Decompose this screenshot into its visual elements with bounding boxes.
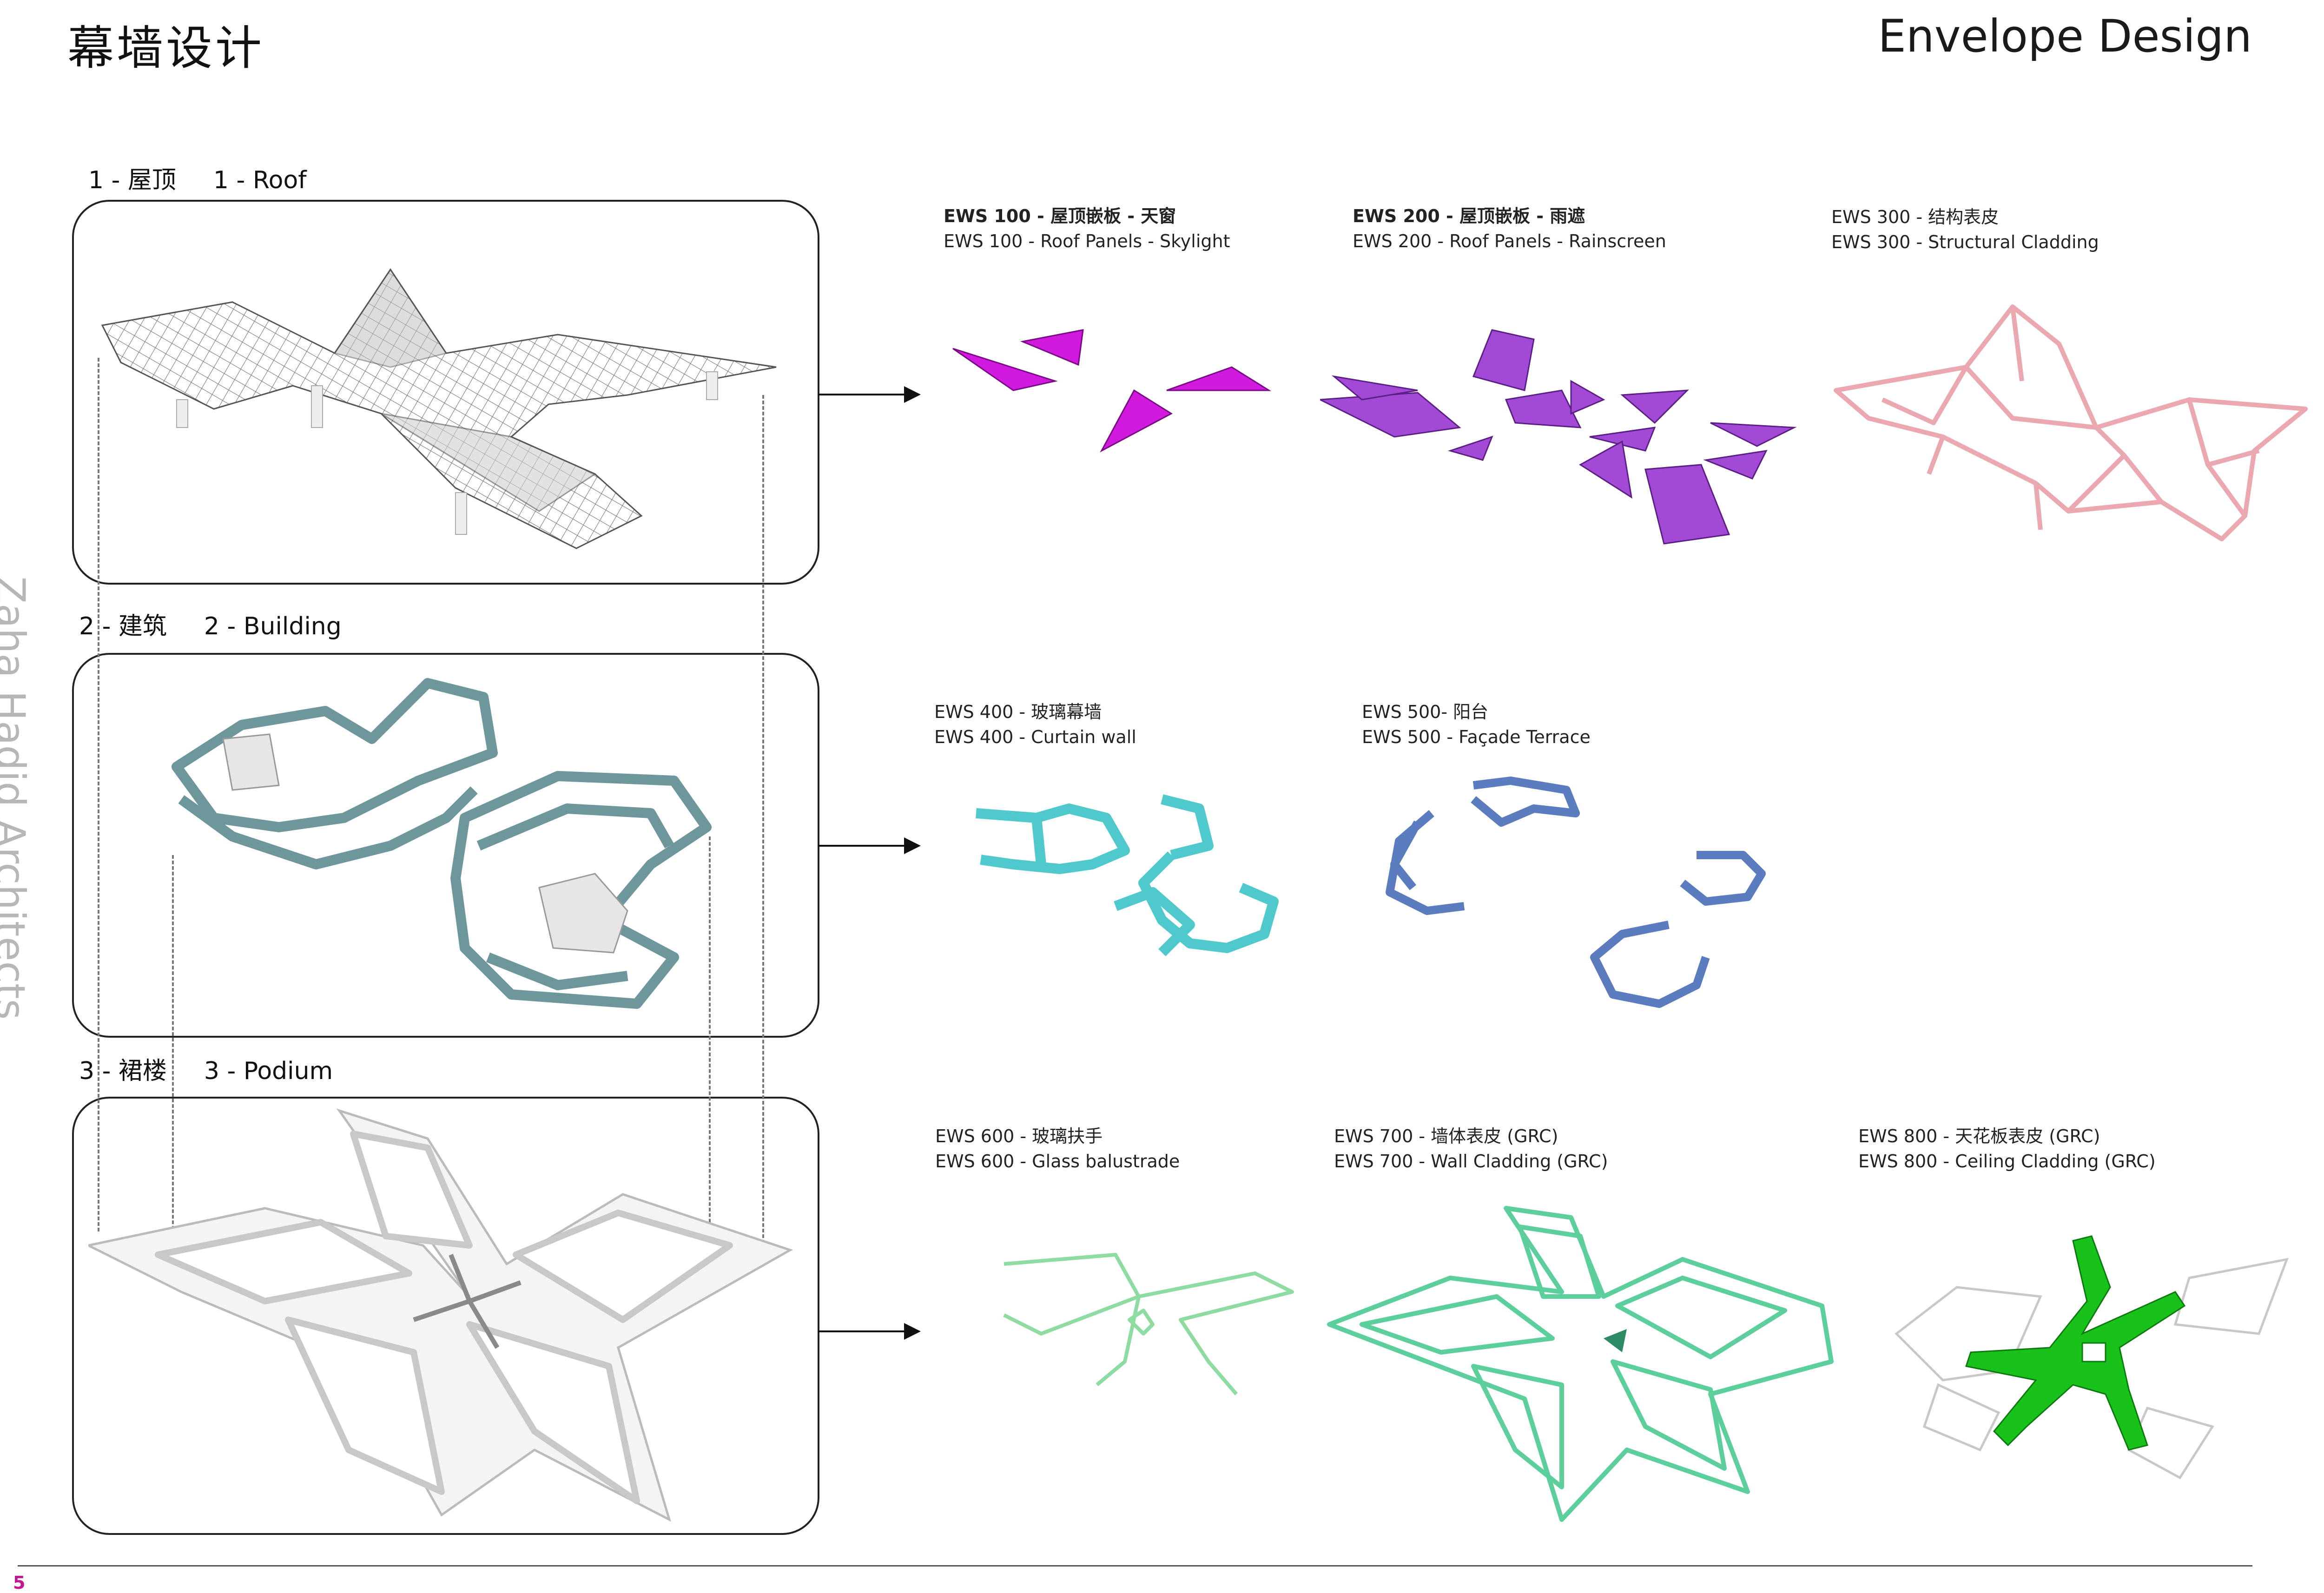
ews-label-en: EWS 600 - Glass balustrade [935, 1151, 1180, 1172]
ews-label-cn: EWS 400 - 玻璃幕墙 [934, 702, 1102, 722]
page-title-en: Envelope Design [1878, 10, 2252, 62]
ews-label-cn: EWS 300 - 结构表皮 [1831, 207, 1999, 227]
ews-label-en: EWS 200 - Roof Panels - Rainscreen [1353, 231, 1666, 251]
arrow-building-line [818, 845, 911, 847]
arrow-podium-icon [904, 1323, 921, 1340]
ews-600-label: EWS 600 - 玻璃扶手 EWS 600 - Glass balustrad… [935, 1124, 1180, 1174]
ews-500-terrace-illustration [1386, 777, 1766, 1008]
podium-illustration [88, 1108, 793, 1522]
arrow-roof-line [818, 394, 911, 395]
ews-500-label: EWS 500- 阳台 EWS 500 - Façade Terrace [1362, 699, 1591, 750]
ews-label-cn: EWS 600 - 玻璃扶手 [935, 1126, 1103, 1146]
side-label: Zaha Hadid Architects [0, 576, 33, 1020]
ews-label-cn: EWS 800 - 天花板表皮 (GRC) [1858, 1126, 2100, 1146]
ews-label-cn: EWS 200 - 屋顶嵌板 - 雨遮 [1353, 206, 1585, 226]
projection-line [762, 395, 764, 1255]
ews-label-en: EWS 500 - Façade Terrace [1362, 727, 1591, 747]
ews-100-skylight-illustration [952, 329, 1272, 453]
ews-700-wall-cladding-illustration [1327, 1206, 1834, 1522]
ews-200-rainscreen-illustration [1320, 329, 1797, 545]
ews-label-en: EWS 100 - Roof Panels - Skylight [944, 231, 1230, 251]
ews-100-label: EWS 100 - 屋顶嵌板 - 天窗 EWS 100 - Roof Panel… [944, 204, 1230, 254]
ews-label-cn: EWS 700 - 墙体表皮 (GRC) [1334, 1126, 1558, 1146]
section-label-en: 2 - Building [204, 612, 342, 640]
podium-panel [72, 1097, 819, 1535]
projection-line [98, 358, 99, 1231]
section-label-cn: 3 - 裙楼 [79, 1057, 167, 1085]
ews-300-structure-illustration [1834, 304, 2308, 541]
ews-200-label: EWS 200 - 屋顶嵌板 - 雨遮 EWS 200 - Roof Panel… [1353, 204, 1666, 254]
projection-line [709, 836, 711, 1278]
section-label-cn: 2 - 建筑 [79, 612, 167, 640]
section-label-roof: 1 - 屋顶 1 - Roof [88, 160, 307, 195]
section-label-podium: 3 - 裙楼 3 - Podium [79, 1051, 333, 1086]
ews-label-en: EWS 800 - Ceiling Cladding (GRC) [1858, 1151, 2156, 1172]
roof-mesh-illustration [101, 268, 777, 549]
ews-800-ceiling-cladding-illustration [1895, 1235, 2289, 1480]
arrow-roof-icon [904, 386, 921, 403]
section-label-building: 2 - 建筑 2 - Building [79, 606, 342, 641]
section-label-en: 3 - Podium [204, 1057, 333, 1085]
ews-400-label: EWS 400 - 玻璃幕墙 EWS 400 - Curtain wall [934, 699, 1136, 750]
ews-400-curtain-wall-illustration [976, 794, 1279, 956]
ews-600-balustrade-illustration [1003, 1253, 1294, 1396]
section-label-en: 1 - Roof [213, 166, 307, 194]
ews-label-en: EWS 300 - Structural Cladding [1831, 232, 2099, 252]
ews-300-label: EWS 300 - 结构表皮 EWS 300 - Structural Clad… [1831, 204, 2099, 255]
ews-label-en: EWS 400 - Curtain wall [934, 727, 1136, 747]
projection-line [172, 855, 174, 1241]
building-illustration [172, 678, 712, 1009]
arrow-building-icon [904, 837, 921, 854]
arrow-podium-line [818, 1330, 911, 1332]
page-title-cn: 幕墙设计 [67, 21, 264, 75]
ews-700-label: EWS 700 - 墙体表皮 (GRC) EWS 700 - Wall Clad… [1334, 1124, 1608, 1174]
ews-label-en: EWS 700 - Wall Cladding (GRC) [1334, 1151, 1608, 1172]
section-label-cn: 1 - 屋顶 [88, 166, 176, 194]
ews-label-cn: EWS 100 - 屋顶嵌板 - 天窗 [944, 206, 1176, 226]
roof-panel [72, 200, 819, 585]
footer-divider [18, 1565, 2252, 1567]
ews-label-cn: EWS 500- 阳台 [1362, 702, 1489, 722]
page-number: 5 [13, 1573, 26, 1593]
ews-800-label: EWS 800 - 天花板表皮 (GRC) EWS 800 - Ceiling … [1858, 1124, 2156, 1174]
